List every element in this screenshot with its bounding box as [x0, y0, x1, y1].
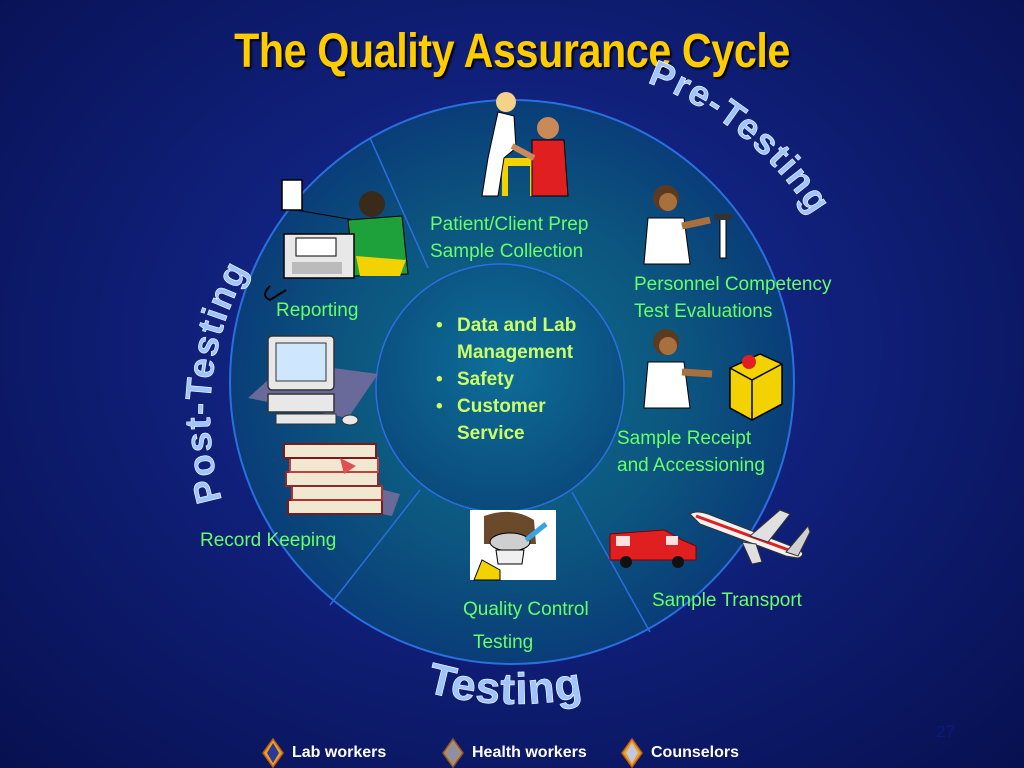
center-item-data-management: Data and Lab Management: [432, 312, 612, 366]
diamond-icon: [621, 738, 643, 768]
step-sample-receipt: Sample Receipt and Accessioning: [617, 425, 765, 479]
step-record-keeping: Record Keeping: [200, 530, 337, 551]
airplane-icon: [689, 509, 811, 565]
step-quality-control: Quality Control: [463, 599, 589, 620]
slide-title: The Quality Assurance Cycle: [234, 25, 790, 78]
center-item-customer-service: Customer Service: [432, 393, 612, 447]
person-phone-fax-icon: [264, 179, 409, 302]
step-sample-transport: Sample Transport: [652, 590, 802, 611]
legend-item-counselors: Counselors: [621, 738, 739, 768]
phase-testing: Testing: [423, 654, 586, 714]
step-patient-prep: Patient/Client Prep Sample Collection: [430, 211, 588, 265]
scientist-test-tube-icon: [643, 185, 732, 265]
diamond-icon: [262, 738, 284, 768]
legend: Lab workers Health workers Counselors: [0, 738, 1024, 768]
step-receipt-line1: Sample Receipt: [617, 428, 752, 449]
segment-dividers: [329, 137, 651, 633]
page-number: 27: [936, 722, 955, 741]
step-patient-prep-line2: Sample Collection: [430, 241, 584, 262]
nurse-patient-icon: [481, 92, 569, 197]
computer-icon: [248, 335, 378, 426]
step-receipt-line2: and Accessioning: [617, 455, 765, 476]
diamond-icon: [442, 738, 464, 768]
center-list: Data and Lab Management Safety Customer …: [432, 312, 612, 447]
step-personnel-line2: Test Evaluations: [634, 301, 773, 322]
scientist-package-icon: [643, 329, 783, 421]
van-icon: [609, 529, 697, 568]
legend-label: Counselors: [651, 744, 740, 761]
legend-item-health-workers: Health workers: [442, 738, 587, 768]
center-item-safety: Safety: [432, 366, 612, 393]
step-personnel-line1: Personnel Competency: [634, 274, 832, 295]
step-reporting: Reporting: [276, 300, 359, 321]
books-icon: [283, 443, 400, 516]
step-patient-prep-line1: Patient/Client Prep: [430, 214, 589, 235]
legend-item-lab-workers: Lab workers: [262, 738, 386, 768]
step-quality-control-testing: Testing: [473, 632, 534, 653]
lab-tech-masked-icon: [470, 510, 556, 581]
legend-label: Health workers: [472, 744, 587, 761]
legend-label: Lab workers: [292, 744, 387, 761]
step-personnel: Personnel Competency Test Evaluations: [634, 271, 832, 325]
